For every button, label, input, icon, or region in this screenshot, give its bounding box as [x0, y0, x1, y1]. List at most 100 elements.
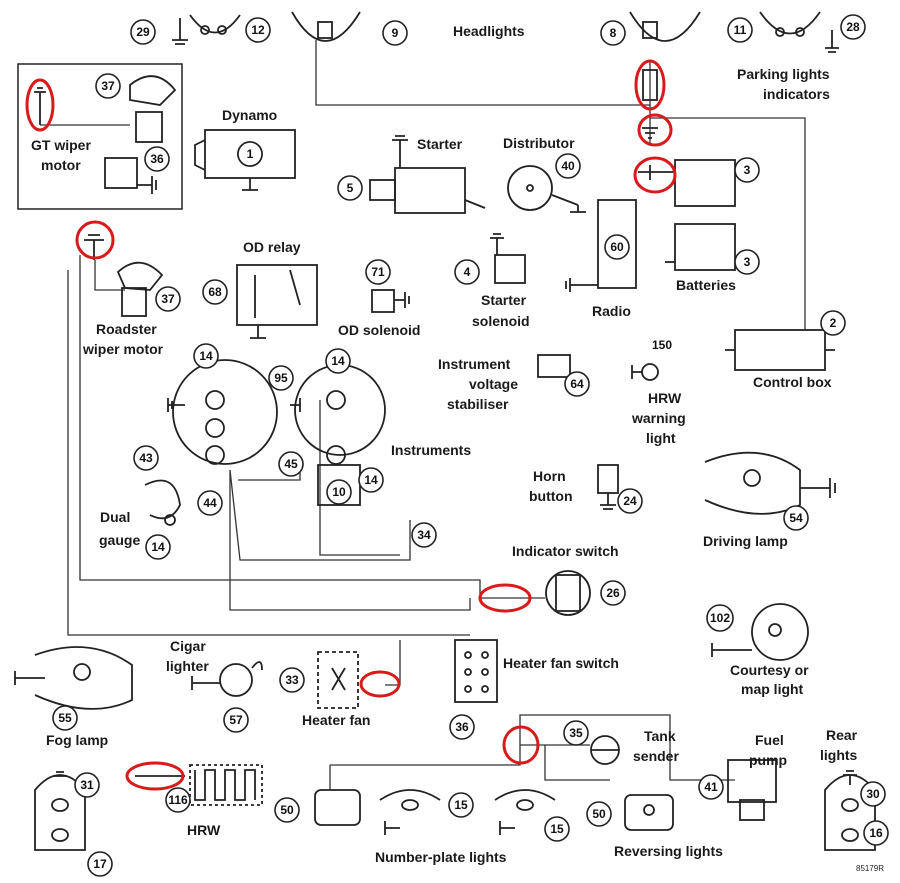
headlight-8-11 [629, 11, 839, 53]
badge-116: 116 [165, 787, 191, 813]
headlight-9 [291, 11, 361, 42]
svg-text:35: 35 [569, 726, 583, 740]
svg-text:45: 45 [284, 457, 298, 471]
svg-text:14: 14 [364, 473, 378, 487]
badge-9: 9 [382, 20, 408, 46]
svg-text:4: 4 [464, 265, 471, 279]
badge-45: 45 [278, 451, 304, 477]
label-fuel: Fuel [755, 732, 784, 748]
label-indicator-switch: Indicator switch [512, 543, 619, 559]
label-dual: Dual [100, 509, 130, 525]
label-roadster: Roadster [96, 321, 157, 337]
badge-36a: 36 [144, 146, 170, 172]
badge-26: 26 [600, 580, 626, 606]
label-rear: Rear [826, 727, 858, 743]
svg-text:16: 16 [869, 826, 883, 840]
label-control-box: Control box [753, 374, 832, 390]
label-ref-code: 85179R [856, 864, 884, 873]
svg-text:8: 8 [610, 26, 617, 40]
roadster-wiper-motor [84, 234, 164, 317]
horn-button [597, 464, 619, 510]
badge-1: 1 [237, 141, 263, 167]
badge-10: 10 [326, 479, 352, 505]
badge-30: 30 [860, 781, 886, 807]
svg-text:50: 50 [280, 803, 294, 817]
badge-44: 44 [197, 490, 223, 516]
svg-text:34: 34 [417, 528, 431, 542]
label-fog-lamp: Fog lamp [46, 732, 108, 748]
svg-text:41: 41 [704, 780, 718, 794]
svg-text:33: 33 [285, 673, 299, 687]
svg-text:150: 150 [652, 338, 672, 352]
svg-text:54: 54 [789, 511, 803, 525]
highlight-gt-wiper-earth [25, 78, 55, 132]
svg-text:3: 3 [744, 255, 751, 269]
svg-text:11: 11 [734, 23, 747, 37]
svg-text:102: 102 [710, 611, 730, 625]
highlight-tank-sender-earth [502, 725, 540, 765]
svg-text:9: 9 [392, 26, 399, 40]
svg-text:30: 30 [866, 787, 880, 801]
badge-102: 102 [706, 604, 734, 632]
svg-text:1: 1 [247, 147, 254, 161]
od-relay [236, 264, 318, 339]
badge-17: 17 [87, 851, 113, 877]
badge-15b: 15 [544, 816, 570, 842]
svg-text:31: 31 [80, 778, 94, 792]
badge-28: 28 [840, 14, 866, 40]
label-number-plate-lights: Number-plate lights [375, 849, 507, 865]
heater-fan [317, 651, 359, 709]
badge-40: 40 [555, 153, 581, 179]
badge-5: 5 [337, 175, 363, 201]
label-heater-fan-switch: Heater fan switch [503, 655, 619, 671]
badge-14b: 14 [325, 348, 351, 374]
badge-37b: 37 [155, 286, 181, 312]
fog-lamp [14, 646, 133, 710]
label-gt-wiper: GT wiper [31, 137, 91, 153]
badge-11: 11 [727, 17, 753, 43]
svg-text:44: 44 [203, 496, 217, 510]
distributor [507, 165, 586, 213]
svg-text:68: 68 [208, 285, 222, 299]
number-badges: 29 12 9 8 11 28 37 36 1 5 40 3 3 60 4 37… [52, 14, 889, 877]
label-instruments: Instruments [391, 442, 471, 458]
badge-35: 35 [563, 720, 589, 746]
svg-text:3: 3 [744, 163, 751, 177]
label-od-relay: OD relay [243, 239, 301, 255]
badge-71: 71 [365, 259, 391, 285]
badge-16: 16 [863, 820, 889, 846]
badge-150: 150 [652, 338, 672, 352]
badge-41: 41 [698, 774, 724, 800]
badge-57: 57 [223, 707, 249, 733]
starter-solenoid [490, 233, 526, 284]
highlight-headlight-connector [634, 59, 666, 111]
highlight-headlight-earth [637, 113, 673, 147]
badge-50a: 50 [274, 797, 300, 823]
svg-text:29: 29 [136, 25, 150, 39]
label-horn: Horn [533, 468, 566, 484]
badge-15a: 15 [448, 792, 474, 818]
svg-text:2: 2 [830, 316, 837, 330]
label-hrw-warning-3: light [646, 430, 676, 446]
svg-text:37: 37 [161, 292, 175, 306]
svg-text:14: 14 [151, 540, 165, 554]
label-dynamo: Dynamo [222, 107, 277, 123]
label-rear-lights: lights [820, 747, 858, 763]
label-horn-button: button [529, 488, 573, 504]
highlight-markers [25, 59, 677, 791]
control-box [725, 329, 835, 371]
indicator-switch [545, 570, 591, 616]
svg-text:5: 5 [347, 181, 354, 195]
svg-text:71: 71 [371, 265, 385, 279]
label-lighter: lighter [166, 658, 209, 674]
cigar-lighter [191, 661, 263, 697]
voltage-stabiliser [537, 354, 571, 378]
svg-text:43: 43 [139, 451, 153, 465]
highlight-roadster-earth [75, 220, 115, 260]
label-cigar: Cigar [170, 638, 206, 654]
svg-text:24: 24 [623, 494, 637, 508]
svg-text:28: 28 [846, 20, 860, 34]
badge-55: 55 [52, 705, 78, 731]
highlight-hrw-connector [125, 761, 185, 791]
starter-motor [369, 135, 486, 214]
